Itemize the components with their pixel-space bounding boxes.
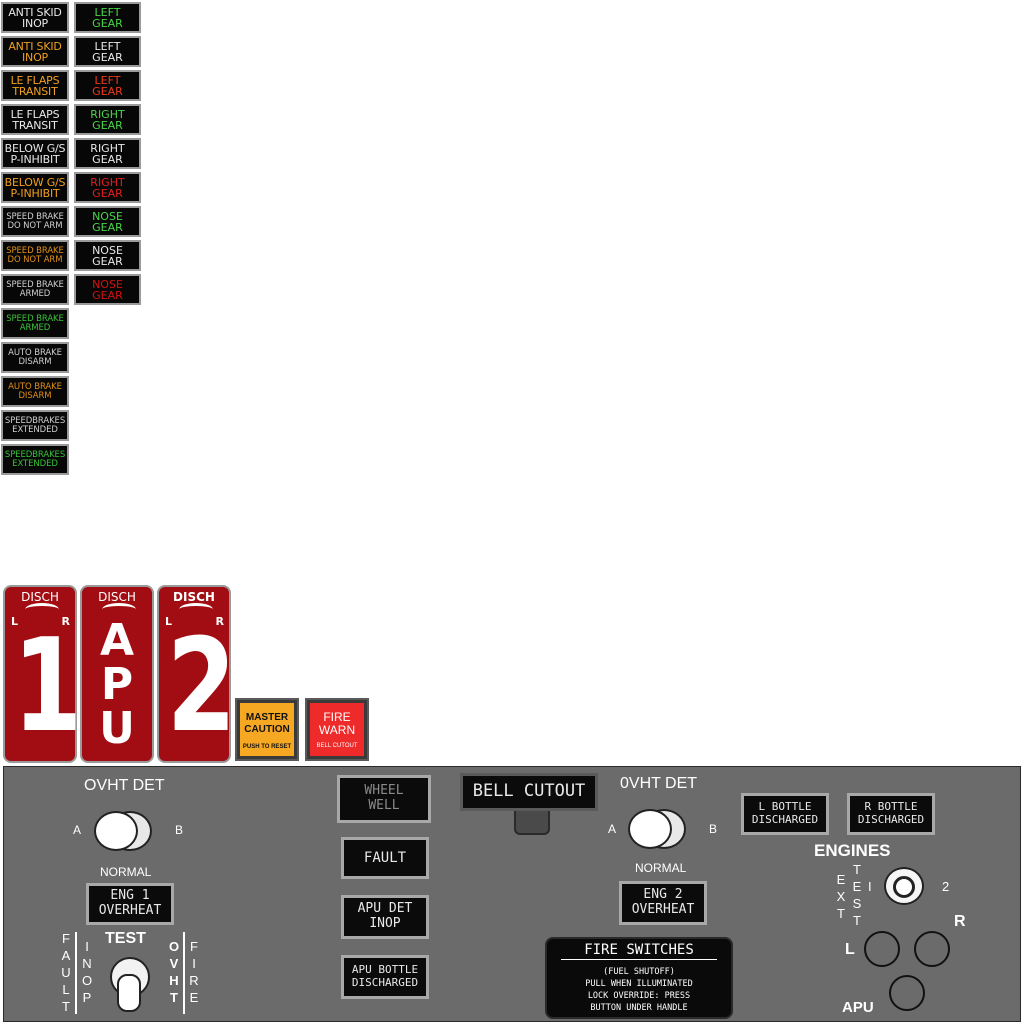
divider xyxy=(183,932,185,1014)
engine-l-test-light xyxy=(864,931,900,967)
annunciator-light: SPEED BRAKE ARMED xyxy=(1,308,69,339)
left-ovht-a-label: A xyxy=(73,823,82,837)
fault-light: FAULT xyxy=(341,837,429,879)
handle-label: A P U xyxy=(99,615,135,754)
annunciator-light: ANTI SKID INOP xyxy=(1,2,69,33)
selector-knob-front xyxy=(94,811,138,851)
apu-fire-handle[interactable]: DISCH A P U xyxy=(80,585,154,763)
right-ovht-b-label: B xyxy=(709,822,718,836)
annunciator-light: ANTI SKID INOP xyxy=(1,36,69,67)
apu-test-light xyxy=(889,975,925,1011)
right-label: R xyxy=(215,615,224,628)
annunciator-light: SPEED BRAKE DO NOT ARM xyxy=(1,240,69,271)
left-ovht-b-label: B xyxy=(175,823,184,837)
handle-number: 2 xyxy=(166,612,237,761)
right-ovht-normal-label: NORMAL xyxy=(635,861,687,875)
disch-arc-icon xyxy=(179,603,213,616)
engines-title: ENGINES xyxy=(814,841,891,860)
engines-l-label: L xyxy=(845,941,855,958)
annunciator-light: NOSE GEAR xyxy=(74,206,141,237)
annunciator-light: NOSE GEAR xyxy=(74,274,141,305)
l-bottle-discharged-light: L BOTTLE DISCHARGED xyxy=(741,793,829,835)
annunciator-light: SPEED BRAKE ARMED xyxy=(1,274,69,305)
annunciator-light: BELOW G/S P-INHIBIT xyxy=(1,172,69,203)
selector-knob xyxy=(884,867,924,905)
disch-label: DISCH xyxy=(21,590,59,604)
engines-ext-label: E X T xyxy=(836,872,846,921)
divider xyxy=(75,932,77,1014)
disch-arc-icon xyxy=(102,603,136,616)
eng-1-overheat-light: ENG 1 OVERHEAT xyxy=(86,883,174,925)
r-bottle-discharged-light: R BOTTLE DISCHARGED xyxy=(847,793,935,835)
annunciator-light: LEFT GEAR xyxy=(74,2,141,33)
eng-2-overheat-light: ENG 2 OVERHEAT xyxy=(619,881,707,925)
engines-test-selector[interactable] xyxy=(884,867,924,905)
annunciator-light: NOSE GEAR xyxy=(74,240,141,271)
fire-switches-title: FIRE SWITCHES xyxy=(584,942,694,958)
fire-warn-sub: BELL CUTOUT xyxy=(316,743,358,749)
annunciator-light: RIGHT GEAR xyxy=(74,104,141,135)
test-ovht-label: O V H T xyxy=(168,939,180,1005)
test-inop-label: I N O P xyxy=(81,939,93,1005)
apu-det-inop-light: APU DET INOP xyxy=(341,895,429,939)
master-caution-sub: PUSH TO RESET xyxy=(242,744,292,750)
right-label: R xyxy=(61,615,70,628)
annunciator-light: RIGHT GEAR xyxy=(74,138,141,169)
engine-r-test-light xyxy=(914,931,950,967)
wheel-well-light: WHEEL WELL xyxy=(337,775,431,823)
fire-warn-line2: WARN xyxy=(318,723,356,737)
left-label: L xyxy=(165,615,173,628)
engine-1-fire-handle[interactable]: DISCH L R 1 xyxy=(3,585,83,763)
test-fault-label: F A U L T xyxy=(61,931,71,1014)
annunciator-light: RIGHT GEAR xyxy=(74,172,141,203)
annunciator-light: AUTO BRAKE DISARM xyxy=(1,376,69,407)
test-fire-label: F I R E xyxy=(189,939,199,1005)
disch-label: DISCH xyxy=(98,590,136,604)
annunciator-light: LEFT GEAR xyxy=(74,36,141,67)
apu-bottle-discharged-light: APU BOTTLE DISCHARGED xyxy=(341,955,429,999)
master-caution-button[interactable]: MASTER CAUTION PUSH TO RESET xyxy=(235,698,299,761)
engines-test-label: T E S T xyxy=(852,862,862,928)
left-ovht-det-title: OVHT DET xyxy=(84,777,165,794)
annunciator-light: SPEEDBRAKES EXTENDED xyxy=(1,444,69,475)
right-ovht-det-title: 0VHT DET xyxy=(620,775,698,792)
left-ovht-normal-label: NORMAL xyxy=(100,865,152,879)
handle-number: 1 xyxy=(12,612,83,761)
annunciator-light: AUTO BRAKE DISARM xyxy=(1,342,69,373)
fire-warn-button[interactable]: FIRE WARN BELL CUTOUT xyxy=(305,698,369,761)
right-ovht-a-label: A xyxy=(608,822,617,836)
engines-r-label: R xyxy=(954,913,966,930)
engines-apu-label: APU xyxy=(842,999,874,1016)
annunciator-light: SPEED BRAKE DO NOT ARM xyxy=(1,206,69,237)
master-caution-line2: CAUTION xyxy=(244,724,290,735)
annunciator-light: LE FLAPS TRANSIT xyxy=(1,70,69,101)
engines-position-2: 2 xyxy=(942,879,950,894)
annunciator-light: BELOW G/S P-INHIBIT xyxy=(1,138,69,169)
test-title: TEST xyxy=(105,930,146,947)
fire-switches-body: (FUEL SHUTOFF) PULL WHEN ILLUMINATED LOC… xyxy=(585,967,693,1013)
fire-switches-placard: FIRE SWITCHES (FUEL SHUTOFF) PULL WHEN I… xyxy=(545,937,733,1019)
divider xyxy=(561,959,717,960)
annunciator-light: LEFT GEAR xyxy=(74,70,141,101)
fire-warn-line1: FIRE xyxy=(323,710,351,724)
disch-label: DISCH xyxy=(173,590,215,604)
engine-2-fire-handle[interactable]: DISCH L R 2 xyxy=(157,585,237,763)
test-switch-lever[interactable] xyxy=(117,974,141,1012)
left-label: L xyxy=(11,615,19,628)
selector-knob-center xyxy=(893,876,915,898)
fire-protection-panel: OVHT DET A B NORMAL ENG 1 OVERHEAT F A U… xyxy=(3,766,1021,1022)
disch-arc-icon xyxy=(25,603,59,616)
bell-cutout-button[interactable]: BELL CUTOUT xyxy=(460,773,598,811)
master-caution-line1: MASTER xyxy=(245,712,289,723)
annunciator-light: SPEEDBRAKES EXTENDED xyxy=(1,410,69,441)
engines-position-1: I xyxy=(868,879,872,894)
selector-knob-front xyxy=(628,809,672,849)
annunciator-light: LE FLAPS TRANSIT xyxy=(1,104,69,135)
